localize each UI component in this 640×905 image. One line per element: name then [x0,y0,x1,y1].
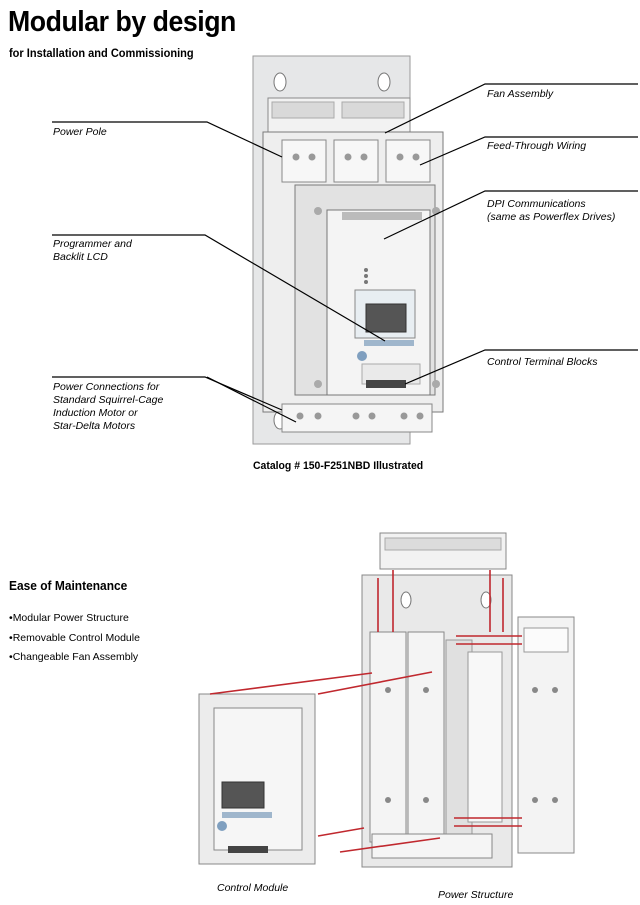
callout-feed-through: Feed-Through Wiring [487,140,587,152]
callout-power-connections: Power Connections for Standard Squirrel-… [53,381,164,432]
list-item: Removable Control Module [9,629,140,649]
exploded-control-module [198,693,316,865]
maintenance-list: Modular Power Structure Removable Contro… [9,609,140,668]
callout-leaders [52,83,638,423]
callout-dpi: DPI Communications (same as Powerflex Dr… [487,198,616,223]
fan-assembly [267,97,411,137]
control-terminal-block-graphic [366,380,406,388]
callout-control-terminal: Control Terminal Blocks [487,356,598,368]
maintenance-heading: Ease of Maintenance [9,578,128,593]
page-subtitle: for Installation and Commissioning [9,46,194,60]
assembly-guide-lines [209,570,522,853]
catalog-caption: Catalog # 150-F251NBD Illustrated [253,460,424,472]
exploded-power-pole [517,616,575,854]
exploded-fan-assembly [379,532,507,570]
power-structure-label: Power Structure [438,889,514,901]
exploded-power-structure [361,574,513,868]
power-terminals [281,403,433,433]
lcd-display [365,303,407,333]
callout-fan-assembly: Fan Assembly [487,88,554,100]
list-item: Modular Power Structure [9,609,140,629]
list-item: Changeable Fan Assembly [9,648,140,668]
control-module [326,209,431,396]
page-title: Modular by design [8,6,236,38]
control-module-label: Control Module [217,882,289,894]
callout-programmer: Programmer and Backlit LCD [53,238,132,263]
callout-power-pole: Power Pole [53,126,107,138]
